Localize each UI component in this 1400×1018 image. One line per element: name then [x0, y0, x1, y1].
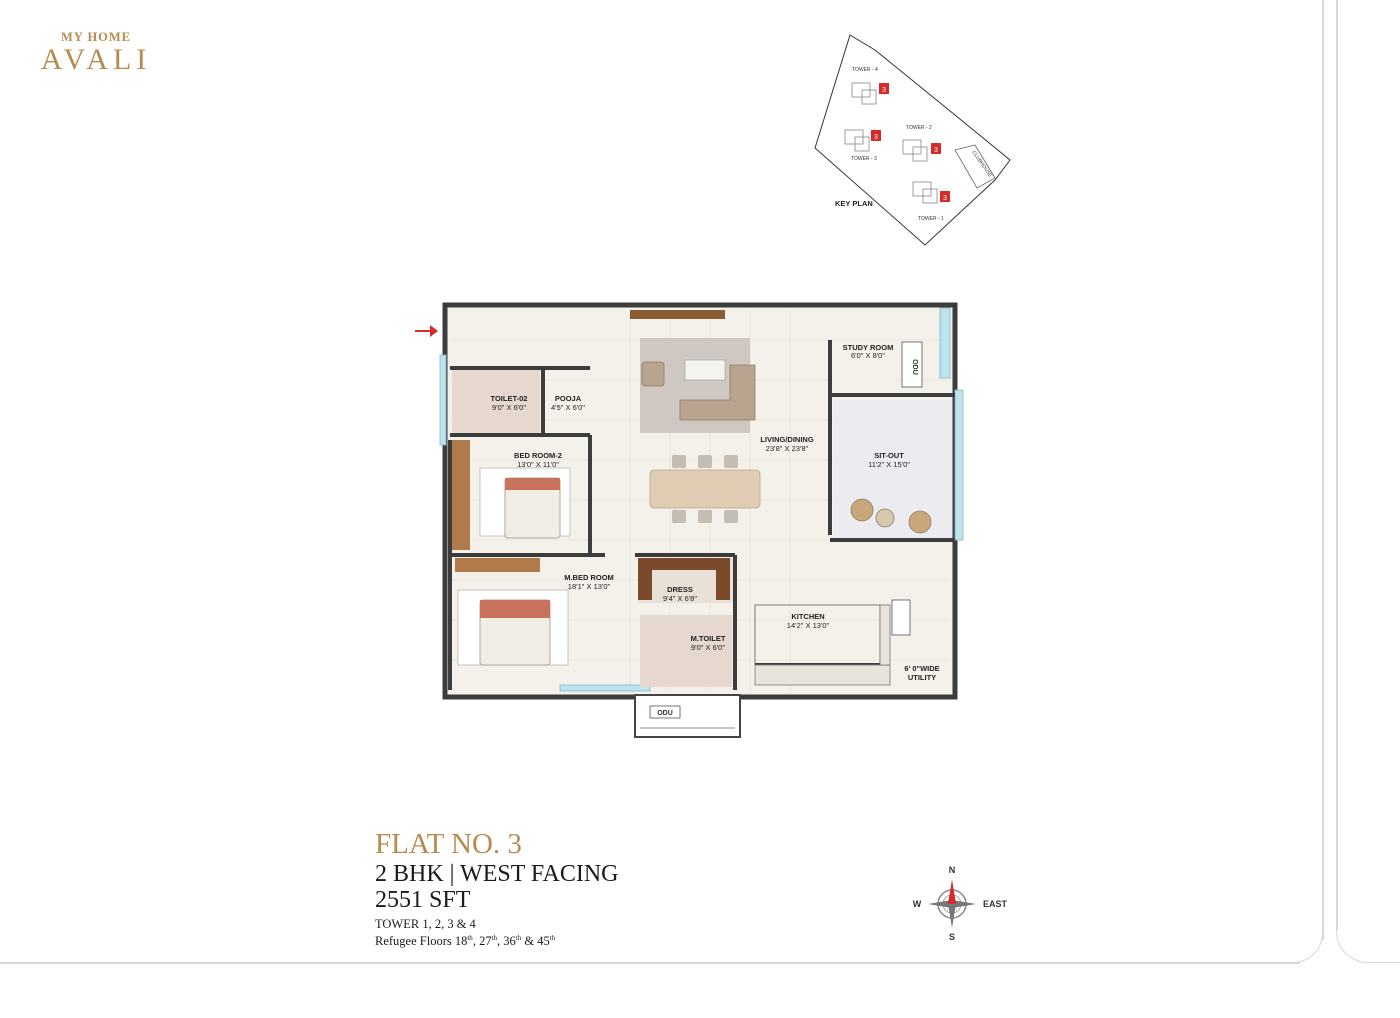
refuge-prefix: Refugee Floors	[375, 934, 455, 949]
sit-out-table	[875, 508, 895, 528]
refuge-floor-3: 36th	[503, 934, 522, 949]
key-tower-2: 3 TOWER - 2	[902, 125, 941, 162]
page-right-rule	[1322, 0, 1324, 940]
room-label-bedroom-2: BED ROOM-2	[514, 451, 562, 460]
odu-bottom-label: ODU	[657, 710, 673, 717]
room-label-m-toilet: M.TOILET	[691, 634, 726, 643]
study-room-area	[834, 342, 894, 392]
room-label-utility: UTILITY	[908, 673, 936, 682]
room-label-toilet-02: TOILET-02	[491, 394, 528, 403]
tower-2-label: TOWER - 2	[906, 125, 932, 131]
bed-2-throw	[505, 478, 560, 490]
room-labels: TOILET-02 9'0" X 6'0" POOJA 4'5" X 6'0" …	[491, 343, 940, 682]
room-size-sit-out: 11'2" X 15'0"	[868, 460, 910, 469]
tv-unit	[630, 310, 725, 319]
page-bottom-rule	[0, 962, 1300, 964]
master-bed-throw	[480, 600, 550, 618]
tower-4-label: TOWER - 4	[852, 67, 878, 73]
refuge-floor-2: 27th	[479, 934, 498, 949]
flat-type: 2 BHK | WEST FACING	[375, 861, 619, 887]
room-size-m-toilet: 9'0" X 6'0"	[691, 643, 725, 652]
master-wardrobe	[455, 558, 540, 572]
next-page-left-rule	[1336, 0, 1338, 930]
south-glazing	[559, 684, 651, 692]
room-size-study: 6'0" X 8'0"	[851, 351, 885, 360]
room-label-sit-out: SIT-OUT	[874, 451, 904, 460]
flat-title: FLAT NO. 3	[375, 828, 522, 860]
clubhouse-shape	[954, 144, 996, 189]
room-label-living-dining: LIVING/DINING	[760, 435, 814, 444]
room-size-toilet-02: 9'0" X 6'0"	[492, 403, 526, 412]
tower-list: TOWER 1, 2, 3 & 4	[375, 917, 476, 931]
room-size-kitchen: 14'2" X 13'0"	[787, 621, 830, 630]
kitchen-counter	[754, 664, 891, 686]
east-glazing	[954, 389, 964, 541]
room-size-bedroom-2: 13'0" X 11'0"	[517, 460, 559, 469]
key-marker-t4: 3	[882, 87, 886, 94]
room-label-pooja: POOJA	[555, 394, 582, 403]
sit-out-chair-1	[850, 498, 874, 522]
key-marker-t2: 3	[934, 147, 938, 154]
key-tower-3: 3 TOWER - 3	[844, 129, 881, 162]
entry-arrow-icon	[415, 325, 438, 337]
refuge-floors: Refugee Floors 18th, 27th, 36th & 45th	[375, 934, 556, 949]
next-page-corner-curve	[1336, 922, 1400, 963]
compass-n: N	[949, 865, 956, 875]
page-corner-curve	[1280, 920, 1323, 963]
room-label-utility-width: 6' 0"WIDE	[904, 664, 939, 673]
room-label-dress: DRESS	[667, 585, 693, 594]
dining-table-icon	[649, 469, 761, 509]
refuge-floor-4: 45th	[537, 934, 556, 949]
refuge-floor-1: 18th	[454, 934, 473, 949]
room-size-living-dining: 23'8" X 23'8"	[766, 444, 809, 453]
fridge-icon	[891, 599, 911, 636]
dining-chairs	[672, 455, 738, 523]
flat-area: 2551 SFT	[375, 887, 471, 913]
key-plan: CLUBHOUSE 3 TOWER - 4 3 TOWER - 3 3 TOWE…	[814, 34, 1011, 246]
brand-main-text: AVALI	[40, 43, 152, 76]
flat-info: FLAT NO. 3 2 BHK | WEST FACING 2551 SFT …	[375, 828, 619, 948]
coffee-table	[684, 359, 726, 381]
room-label-study: STUDY ROOM	[843, 343, 894, 352]
study-glazing	[939, 307, 951, 379]
key-tower-4: 3 TOWER - 4	[851, 67, 889, 105]
floor-plan: 3	[415, 302, 964, 738]
tower-1-label: TOWER - 1	[918, 216, 944, 222]
wardrobe-2	[452, 440, 470, 550]
room-label-master-bedroom: M.BED ROOM	[564, 573, 614, 582]
odu-top-box	[901, 341, 923, 388]
sofa-icon	[679, 364, 756, 421]
brand-top-text: MY HOME	[60, 30, 132, 44]
m-toilet-area	[640, 615, 732, 687]
odu-bottom-box	[649, 705, 681, 719]
armchair-icon	[641, 361, 665, 387]
west-glazing	[439, 354, 447, 446]
compass-e: EAST	[983, 899, 1008, 909]
room-size-pooja: 4'5" X 6'0"	[551, 403, 585, 412]
toilet-02-area	[452, 370, 540, 433]
key-marker-t3: 3	[874, 134, 878, 141]
room-size-dress: 9'4" X 6'8"	[663, 594, 697, 603]
key-marker-t1: 3	[943, 195, 947, 202]
brand-logo: MY HOME AVALI	[32, 30, 160, 76]
compass-icon: N S W EAST	[913, 865, 1008, 942]
key-tower-1: 3 TOWER - 1	[912, 181, 950, 222]
room-label-kitchen: KITCHEN	[791, 612, 824, 621]
room-size-master-bedroom: 18'1" X 13'0"	[568, 582, 611, 591]
compass-s: S	[949, 932, 955, 942]
sit-out-chair-2	[908, 510, 932, 534]
clubhouse-label: CLUBHOUSE	[970, 150, 993, 179]
compass-w: W	[913, 899, 922, 909]
compass-north-needle	[948, 880, 956, 904]
kitchen-side-counter	[879, 604, 891, 666]
key-plan-title: KEY PLAN	[835, 199, 873, 208]
dress-cabinets	[638, 558, 730, 600]
odu-top-label: ODU	[911, 359, 918, 375]
tower-3-label: TOWER - 3	[851, 156, 877, 162]
